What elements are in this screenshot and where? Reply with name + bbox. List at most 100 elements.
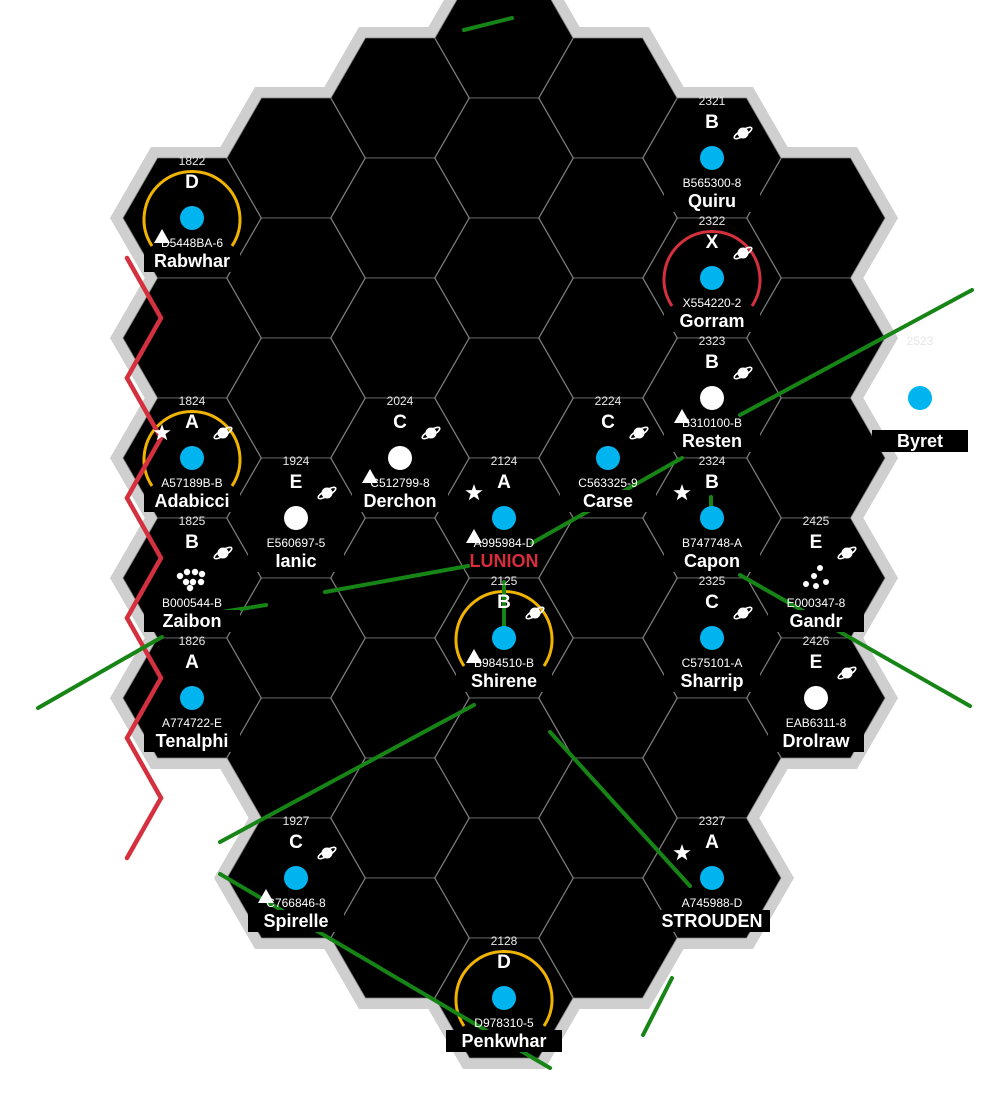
hex-code: 2224	[595, 394, 622, 408]
starport-class: A	[497, 472, 511, 493]
uwp-code: B000544-B	[162, 596, 222, 610]
starport-class: B	[497, 592, 511, 613]
gas-giant-icon	[213, 426, 233, 440]
route-1824-edge	[36, 635, 164, 710]
world-name: Gandr	[789, 611, 842, 631]
scout-base-icon	[154, 229, 170, 243]
hex-code: 1924	[283, 454, 310, 468]
hex-code: 2425	[803, 514, 830, 528]
world-disc	[700, 626, 724, 650]
world-name: Zaibon	[163, 611, 222, 631]
world-name: Capon	[684, 551, 740, 571]
starport-class: B	[913, 352, 927, 373]
starport-class: A	[185, 412, 199, 433]
hex-code: 2124	[491, 454, 518, 468]
world-disc	[700, 866, 724, 890]
world-name: LUNION	[470, 551, 539, 571]
starport-class: B	[705, 112, 719, 133]
hex-code: 1822	[179, 154, 206, 168]
amber-zone-ring	[142, 169, 242, 247]
gas-giant-icon	[733, 126, 753, 140]
uwp-code: B585697-6	[891, 416, 950, 430]
scout-base-icon	[674, 409, 690, 423]
uwp-code: A57189B-B	[161, 476, 222, 490]
route-2323-edge	[738, 288, 974, 417]
world-disc	[284, 506, 308, 530]
starport-class: C	[705, 592, 719, 613]
gas-giant-icon	[837, 546, 857, 560]
hex-code: 2024	[387, 394, 414, 408]
world-disc	[700, 266, 724, 290]
starport-class: D	[497, 952, 511, 973]
starport-class: E	[810, 532, 823, 553]
world-name: STROUDEN	[661, 911, 762, 931]
world-disc	[180, 206, 204, 230]
route-2124-1924	[323, 564, 470, 594]
hex-code: 1824	[179, 394, 206, 408]
scout-base-icon	[258, 889, 274, 903]
uwp-code: A745988-D	[682, 896, 743, 910]
world-name: Gorram	[679, 311, 744, 331]
asteroid-belt-icon	[176, 568, 206, 592]
route-top-edge	[462, 16, 514, 32]
hex-code: 2323	[699, 334, 726, 348]
world-disc	[492, 506, 516, 530]
world-name: Byret	[897, 431, 943, 451]
starport-class: E	[290, 472, 303, 493]
starport-class: C	[393, 412, 407, 433]
gas-giant-icon	[733, 246, 753, 260]
uwp-code: A774722-E	[162, 716, 222, 730]
uwp-code: E560697-5	[267, 536, 326, 550]
uwp-code: B747748-A	[682, 536, 742, 550]
hex-code: 1825	[179, 514, 206, 528]
starport-class: E	[810, 652, 823, 673]
world-name: Tenalphi	[156, 731, 229, 751]
world-disc	[700, 506, 724, 530]
uwp-code: C563325-9	[578, 476, 638, 490]
gas-giant-icon	[317, 846, 337, 860]
world-name: Adabicci	[154, 491, 229, 511]
gas-giant-icon	[525, 606, 545, 620]
gas-giant-icon	[629, 426, 649, 440]
world-disc	[180, 446, 204, 470]
starport-class: A	[705, 832, 719, 853]
world-disc	[908, 386, 932, 410]
starport-class: C	[289, 832, 303, 853]
asteroid-belt-icon	[803, 565, 829, 589]
hex-code: 2125	[491, 574, 518, 588]
hex-code: 2128	[491, 934, 518, 948]
uwp-code: B310100-B	[682, 416, 742, 430]
world-name: Derchon	[363, 491, 436, 511]
naval-base-icon	[673, 844, 691, 861]
starport-class: B	[185, 532, 199, 553]
uwp-code: EAB6311-8	[786, 716, 847, 730]
world-disc	[700, 146, 724, 170]
world-name: Quiru	[688, 191, 736, 211]
gas-giant-icon	[733, 366, 753, 380]
political-border	[124, 255, 164, 861]
world-name: Carse	[583, 491, 633, 511]
uwp-code: C512799-8	[370, 476, 430, 490]
